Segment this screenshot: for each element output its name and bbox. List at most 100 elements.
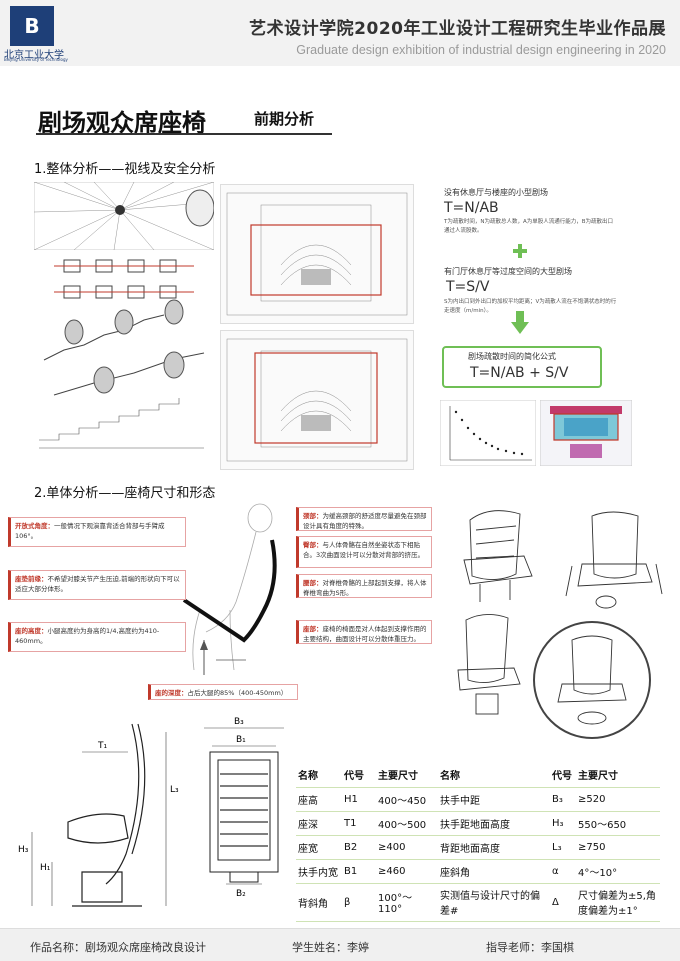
table-cell: ≥460 xyxy=(376,859,438,884)
table-cell: 扶手距地面高度 xyxy=(438,811,550,836)
arrow-down-stem xyxy=(516,311,524,323)
chair-sketch-3 xyxy=(457,614,521,715)
dimension-spec-table: 名称 代号 主要尺寸 名称 代号 主要尺寸 座高 H1 400～450 扶手中距… xyxy=(296,763,660,922)
floor-plan-upper xyxy=(220,184,414,324)
note-seat-depth: 座的深度：占后大腿的85%（400-450mm） xyxy=(148,684,298,700)
note-seat-depth-title: 座的深度： xyxy=(155,689,188,697)
note-seat-height: 座的高度：小腿高度约为身高的1/4,高度约为410-460mm。 xyxy=(8,622,186,652)
table-cell: B1 xyxy=(342,859,376,884)
front-dimension-lines xyxy=(204,727,284,885)
table-row: 座高 H1 400～450 扶手中距 B₃ ≥520 xyxy=(296,787,660,812)
table-cell: β xyxy=(342,883,376,922)
note-seat-part-text: 座椅的椅面是对人体起到支撑作用的主要结构，曲面设计可以分散体重压力。 xyxy=(303,625,427,643)
table-cell: 100°～110° xyxy=(376,883,438,922)
table-cell: Δ xyxy=(550,883,576,922)
section2-heading: 2.单体分析——座椅尺寸和形态 xyxy=(34,486,216,501)
small-theater-label: 没有休息厅与楼座的小型剧场 xyxy=(444,188,548,197)
exhibition-header xyxy=(0,0,680,66)
note-waist-text: 对脊椎骨骼的上部起到支撑，将人体脊椎弯曲为S形。 xyxy=(303,579,427,597)
university-name-en: Beijing University of Technology xyxy=(4,57,68,62)
formula-large-theater: T=S/V xyxy=(446,279,490,295)
simplified-formula: T=N/AB + S/V xyxy=(470,365,569,381)
arrow-down-icon xyxy=(511,322,529,334)
header-cell: 主要尺寸 xyxy=(576,763,660,788)
table-row: 座深 T1 400～500 扶手距地面高度 H₃ 550～650 xyxy=(296,811,660,836)
page-title: 剧场观众席座椅 xyxy=(38,109,206,137)
note-neck-title: 颈部： xyxy=(303,512,323,520)
dim-b1: B₁ xyxy=(236,735,246,745)
table-cell: 4°～10° xyxy=(576,859,660,884)
page-footer: 作品名称：剧场观众席座椅改良设计 学生姓名：李婷 指导老师：李国棋 xyxy=(0,928,680,961)
header-cell: 主要尺寸 xyxy=(376,763,438,788)
table-row: 背斜角 β 100°～110° 实测值与设计尺寸的偏差# Δ 尺寸偏差为±5,角… xyxy=(296,883,660,922)
advisor-name: 指导老师：李国棋 xyxy=(486,941,574,954)
university-name-cn: 北京工业大学 xyxy=(4,50,64,61)
dim-l3: L₃ xyxy=(170,785,179,795)
note-hip-title: 臀部： xyxy=(303,541,323,549)
header-cell: 代号 xyxy=(342,763,376,788)
table-cell: B2 xyxy=(342,835,376,860)
side-view-dimension-drawing: T₁ H₃ H₁ L₃ xyxy=(18,723,179,907)
note-waist-title: 腰部： xyxy=(303,579,323,587)
exhibition-title-en: Graduate design exhibition of industrial… xyxy=(296,43,666,57)
work-name: 作品名称：剧场观众席座椅改良设计 xyxy=(30,941,206,954)
note-neck-text: 为缓高颈部的舒适度尽量避免在颈部设计具有角度的特殊。 xyxy=(303,512,427,530)
note-open-angle-text: 一般情况下观演靠背适合背部与手臂成106°。 xyxy=(15,522,165,540)
header-cell: 名称 xyxy=(438,763,550,788)
table-cell: 实测值与设计尺寸的偏差# xyxy=(438,883,550,922)
seated-figures xyxy=(64,299,185,394)
sight-point xyxy=(115,205,125,215)
table-cell: ≥750 xyxy=(576,835,660,860)
table-cell: H₃ xyxy=(550,811,576,836)
note-seat-height-text: 小腿高度约为身高的1/4,高度约为410-460mm。 xyxy=(15,627,160,645)
ergonomic-posture-sketch xyxy=(182,503,277,675)
chair-front-outline xyxy=(209,751,279,873)
table-cell: ≥520 xyxy=(576,787,660,812)
floor-plan-lower xyxy=(220,330,414,470)
sightline-diagram xyxy=(34,182,214,250)
chair-sketch-2 xyxy=(565,511,663,609)
table-cell: α xyxy=(550,859,576,884)
table-cell: 座宽 xyxy=(296,835,342,860)
theater-render xyxy=(540,400,632,466)
page-subtitle: 前期分析 xyxy=(254,110,315,128)
header-cell: 代号 xyxy=(550,763,576,788)
table-cell: H1 xyxy=(342,787,376,812)
note-hip-text: 与人体骨骼在自然坐姿状态下相贴合。3次曲面设计可以分散对背部的挤压。 xyxy=(303,541,425,559)
table-cell: T1 xyxy=(342,811,376,836)
table-row: 扶手内宽 B1 ≥460 座斜角 α 4°～10° xyxy=(296,859,660,884)
front-view-dimension-drawing: B₃ B₁ B₂ xyxy=(204,717,284,899)
title-underline xyxy=(36,133,332,135)
table-cell: 400～450 xyxy=(376,787,438,812)
dim-h1: H₁ xyxy=(40,863,51,873)
section-stairs xyxy=(39,398,204,449)
chair-sketch-1 xyxy=(463,510,533,602)
chair-sketch-4-detail xyxy=(533,621,651,739)
chair-side-profile xyxy=(67,723,146,907)
table-cell: 座深 xyxy=(296,811,342,836)
note-cushion-edge-text: 不希望对膝关节产生压迫,前端的形状向下可以适应大部分体形。 xyxy=(15,575,180,593)
evacuation-curve-graph xyxy=(440,400,536,466)
formula-small-theater: T=N/AB xyxy=(444,200,499,216)
dim-b2: B₂ xyxy=(236,889,246,899)
table-cell: 400～500 xyxy=(376,811,438,836)
table-cell: 尺寸偏差为±5,角度偏差为±1° xyxy=(576,883,660,922)
note-waist: 腰部：对脊椎骨骼的上部起到支撑，将人体脊椎弯曲为S形。 xyxy=(296,574,432,598)
note-hip: 臀部：与人体骨骼在自然坐姿状态下相贴合。3次曲面设计可以分散对背部的挤压。 xyxy=(296,536,432,568)
curve-points xyxy=(454,410,524,456)
chair-base xyxy=(229,871,259,883)
dimension-lines xyxy=(31,732,167,906)
table-cell: ≥400 xyxy=(376,835,438,860)
section1-heading: 1.整体分析——视线及安全分析 xyxy=(34,162,216,177)
eye-icon xyxy=(185,189,214,227)
table-cell: B₃ xyxy=(550,787,576,812)
plus-icon xyxy=(513,244,527,258)
large-theater-label: 有门厅休息厅等过度空间的大型剧场 xyxy=(444,267,572,276)
dim-t1: T₁ xyxy=(97,741,107,751)
backrest-slats xyxy=(220,773,268,847)
dim-h3: H₃ xyxy=(18,845,29,855)
logo-letter: B xyxy=(24,14,40,38)
exhibition-title-cn: 艺术设计学院2020年工业设计工程研究生毕业作品展 xyxy=(249,19,666,39)
table-cell: 扶手内宽 xyxy=(296,859,342,884)
note-seat-part-title: 座部： xyxy=(303,625,323,633)
